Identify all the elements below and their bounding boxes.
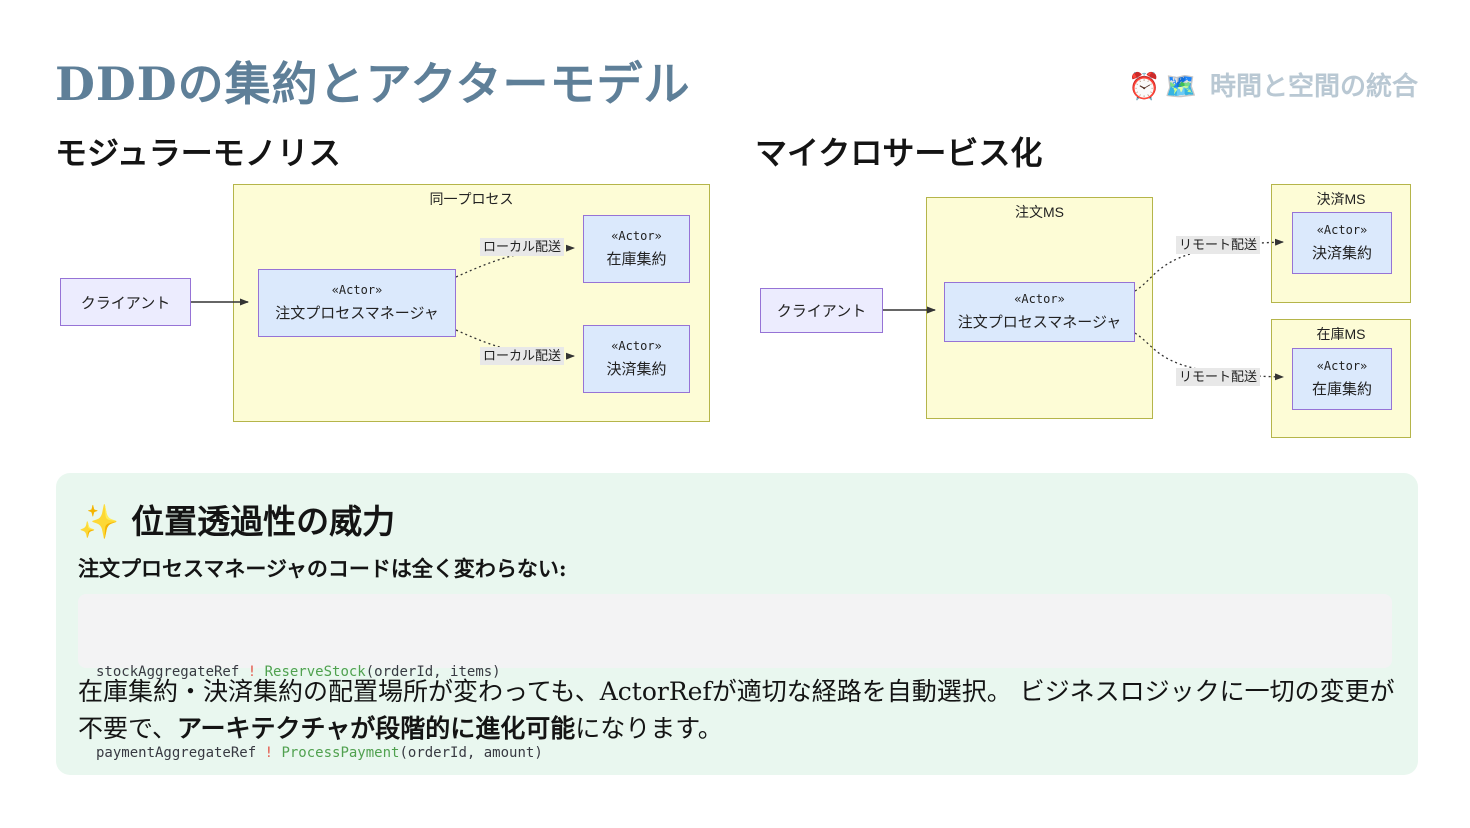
payment-aggregate-node-microservices: «Actor» 決済集約 bbox=[1292, 212, 1392, 274]
cluster-stock-ms-label: 在庫MS bbox=[1316, 326, 1366, 342]
callout-paragraph: 在庫集約・決済集約の配置場所が変わっても、ActorRefが適切な経路を自動選択… bbox=[78, 673, 1398, 747]
order-process-manager-label: 注文プロセスマネージャ bbox=[275, 305, 439, 322]
client-node-microservices-label: クライアント bbox=[776, 303, 867, 320]
section-heading-microservices: マイクロサービス化 bbox=[755, 134, 1043, 172]
page-title: DDDの集約とアクターモデル bbox=[55, 57, 691, 111]
paragraph-text: 在庫集約・決済集約の配置場所が変わっても、ActorRefが適切な経路を自動選択… bbox=[78, 677, 1395, 743]
actor-stereotype: «Actor» bbox=[611, 339, 662, 353]
payment-aggregate-node-monolith: «Actor» 決済集約 bbox=[583, 325, 690, 393]
alarm-clock-icon: ⏰ bbox=[1128, 72, 1161, 102]
client-node-monolith-label: クライアント bbox=[80, 294, 171, 312]
edge-label-remote-delivery-top: リモート配送 bbox=[1176, 236, 1261, 254]
sparkles-icon: ✨ bbox=[78, 502, 120, 541]
order-process-manager-node-microservices: «Actor» 注文プロセスマネージャ bbox=[944, 282, 1135, 342]
cluster-order-ms-label: 注文MS bbox=[1015, 204, 1064, 220]
cluster-same-process-label: 同一プロセス bbox=[429, 191, 514, 207]
section-heading-monolith: モジュラーモノリス bbox=[55, 134, 341, 172]
client-node-microservices: クライアント bbox=[760, 288, 883, 333]
callout-panel: ✨ 位置透過性の威力 注文プロセスマネージャのコードは全く変わらない: stock… bbox=[56, 473, 1418, 775]
code-line-1: stockAggregateRef ! ReserveStock(orderId… bbox=[96, 664, 501, 680]
stock-aggregate-label: 在庫集約 bbox=[1311, 381, 1372, 398]
stock-aggregate-node-monolith: «Actor» 在庫集約 bbox=[583, 215, 690, 283]
world-map-icon: 🗺️ bbox=[1164, 72, 1197, 102]
paragraph-bold-text: アーキテクチャが段階的に進化可能 bbox=[177, 714, 576, 743]
actor-stereotype: «Actor» bbox=[611, 229, 662, 243]
callout-heading: ✨ 位置透過性の威力 bbox=[78, 495, 395, 543]
callout-subheading: 注文プロセスマネージャのコードは全く変わらない: bbox=[78, 556, 567, 581]
actor-stereotype: «Actor» bbox=[1014, 292, 1065, 306]
payment-aggregate-label: 決済集約 bbox=[606, 361, 667, 378]
corner-note-text: 時間と空間の統合 bbox=[1209, 72, 1418, 102]
callout-heading-text: 位置透過性の威力 bbox=[131, 502, 396, 541]
cluster-payment-ms-label: 決済MS bbox=[1316, 191, 1366, 207]
paragraph-text: になります。 bbox=[575, 714, 723, 743]
code-line-2: paymentAggregateRef ! ProcessPayment(ord… bbox=[96, 745, 543, 761]
order-process-manager-node-monolith: «Actor» 注文プロセスマネージャ bbox=[258, 269, 456, 337]
stock-aggregate-label: 在庫集約 bbox=[606, 251, 667, 268]
order-process-manager-label: 注文プロセスマネージャ bbox=[957, 314, 1122, 331]
code-block: stockAggregateRef ! ReserveStock(orderId… bbox=[78, 594, 1392, 761]
client-node-monolith: クライアント bbox=[60, 278, 191, 326]
actor-stereotype: «Actor» bbox=[1316, 359, 1368, 373]
stock-aggregate-node-microservices: «Actor» 在庫集約 bbox=[1292, 348, 1392, 410]
actor-stereotype: «Actor» bbox=[331, 283, 383, 297]
edge-label-local-delivery-top: ローカル配送 bbox=[480, 238, 565, 256]
actor-stereotype: «Actor» bbox=[1316, 223, 1368, 237]
payment-aggregate-label: 決済集約 bbox=[1311, 245, 1372, 262]
edge-label-local-delivery-bottom: ローカル配送 bbox=[480, 347, 565, 365]
edge-label-remote-delivery-bottom: リモート配送 bbox=[1176, 368, 1261, 386]
corner-note: ⏰🗺️ 時間と空間の統合 bbox=[1128, 66, 1418, 103]
